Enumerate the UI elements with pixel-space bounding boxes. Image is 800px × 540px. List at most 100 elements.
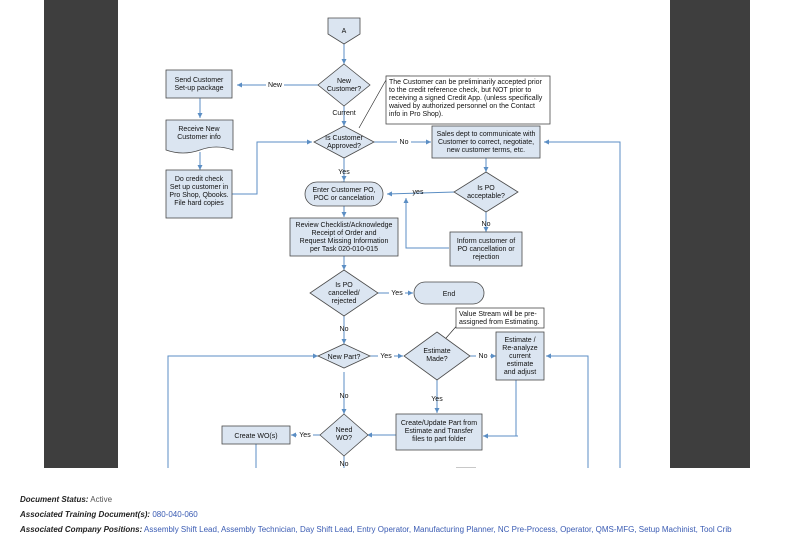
decision-need-wo-text-line: WO? (336, 435, 352, 442)
connector-a-label: A (342, 28, 347, 35)
end-text: End (443, 291, 456, 298)
terminator-end: End (413, 281, 485, 305)
positions-label: Associated Company Positions: (20, 525, 143, 534)
decision-po-acceptable-text-line: acceptable? (467, 193, 505, 200)
send-setup-text-line: Send Customer (175, 77, 224, 84)
decision-po-cancelled-text-line: Is PO (335, 282, 353, 289)
training-document-link[interactable]: 080-040-060 (152, 510, 198, 519)
decision-need-wo-text-line: Need (336, 427, 353, 434)
enter-po-text: Enter Customer PO,POC or cancelation (312, 187, 375, 202)
credit-check-text-line: Set up customer in (170, 184, 228, 191)
positions-links[interactable]: Assembly Shift Lead, Assembly Technician… (144, 525, 732, 534)
label-yes-estimate: Yes (431, 396, 443, 403)
credit-check-text-line: File hard copies (174, 200, 224, 207)
status-row: Document Status: Active (20, 492, 790, 507)
note-credit-text-line: waived by authorized personnel on the Co… (388, 103, 535, 110)
credit-check-text-line: Do credit check (175, 176, 224, 183)
decision-estimate-made-text-line: Made? (426, 356, 448, 363)
create-wo-text: Create WO(s) (234, 433, 277, 440)
note-value-stream-text: Value Stream will be pre-assigned from E… (459, 311, 540, 326)
label-new: New (268, 82, 283, 89)
receive-info-text-line: Receive New (178, 126, 220, 133)
decision-po-cancelled-text-line: rejected (332, 298, 357, 305)
create-wo-text-line: Create WO(s) (234, 433, 277, 440)
note-credit-text-line: to the credit reference check, but NOT p… (389, 87, 531, 94)
positions-row: Associated Company Positions: Assembly S… (20, 522, 790, 537)
reanalyze-text-line: Re-analyze (502, 345, 538, 352)
label-no-estimate: No (479, 353, 488, 360)
status-value: Active (90, 495, 113, 504)
note-credit-text-line: receiving a signed Credit App. (unless s… (389, 95, 543, 102)
decision-estimate-made-text-line: Estimate (423, 348, 450, 355)
inform-customer-text-line: rejection (473, 254, 500, 261)
enter-po-text-line: POC or cancelation (314, 195, 375, 202)
review-checklist-text-line: Receipt of Order and (312, 230, 377, 237)
review-checklist-text-line: per Task 020-010-015 (310, 246, 378, 253)
decision-po-cancelled-text-line: cancelled/ (328, 290, 360, 297)
decision-po-acceptable-text-line: Is PO (477, 185, 495, 192)
reanalyze-text-line: and adjust (504, 369, 536, 376)
reanalyze-text-line: estimate (507, 361, 534, 368)
review-checklist-text-line: Review Checklist/Acknowledge (296, 222, 393, 229)
note-credit: The Customer can be preliminarily accept… (385, 75, 551, 125)
label-no-need-wo: No (340, 461, 349, 468)
create-update-part-text-line: Create/Update Part from (401, 420, 477, 427)
sales-dept-text-line: new customer terms, etc. (447, 147, 525, 154)
create-update-part-text-line: Estimate and Transfer (405, 428, 474, 435)
decision-new-customer-text-line: New (337, 78, 352, 85)
process-create-wo: Create WO(s) (221, 425, 291, 445)
decision-new-part: New Part? (317, 343, 371, 369)
training-label: Associated Training Document(s): (20, 510, 151, 519)
reanalyze-text-line: Estimate / (504, 337, 535, 344)
label-current: Current (332, 110, 355, 117)
decision-new-part-text-line: New Part? (328, 354, 361, 361)
send-setup-text-line: Set-up package (174, 85, 223, 92)
review-checklist-text-line: Request Missing Information (300, 238, 389, 245)
label-no-cancelled: No (340, 326, 349, 333)
note-value-stream-text-line: Value Stream will be pre- (459, 311, 537, 318)
note-credit-text-line: The Customer can be preliminarily accept… (389, 79, 543, 86)
inform-customer-text-line: PO cancellation or (457, 246, 515, 253)
receive-info-text-line: Customer info (177, 134, 221, 141)
label-no-approved: No (400, 139, 409, 146)
document-metadata: Document Status: Active Associated Train… (20, 492, 790, 537)
terminator-enter-po: Enter Customer PO,POC or cancelation (304, 181, 384, 207)
note-value-stream-text-line: assigned from Estimating. (459, 319, 540, 326)
label-no-new-part: No (340, 393, 349, 400)
enter-po-text-line: Enter Customer PO, (312, 187, 375, 194)
label-yes-acceptable: yes (413, 189, 424, 196)
credit-check-text-line: Pro Shop, Qbooks. (169, 192, 228, 199)
decision-new-customer-text-line: Customer? (327, 86, 361, 93)
decision-new-part-text: New Part? (328, 354, 361, 361)
training-row: Associated Training Document(s): 080-040… (20, 507, 790, 522)
sales-dept-text-line: Customer to correct, negotiate, (438, 139, 534, 146)
sales-dept-text-line: Sales dept to communicate with (437, 131, 536, 138)
note-value-stream: Value Stream will be pre-assigned from E… (455, 307, 545, 329)
label-yes-cancelled: Yes (391, 290, 403, 297)
decision-approved-text-line: Is Customer (325, 135, 363, 142)
